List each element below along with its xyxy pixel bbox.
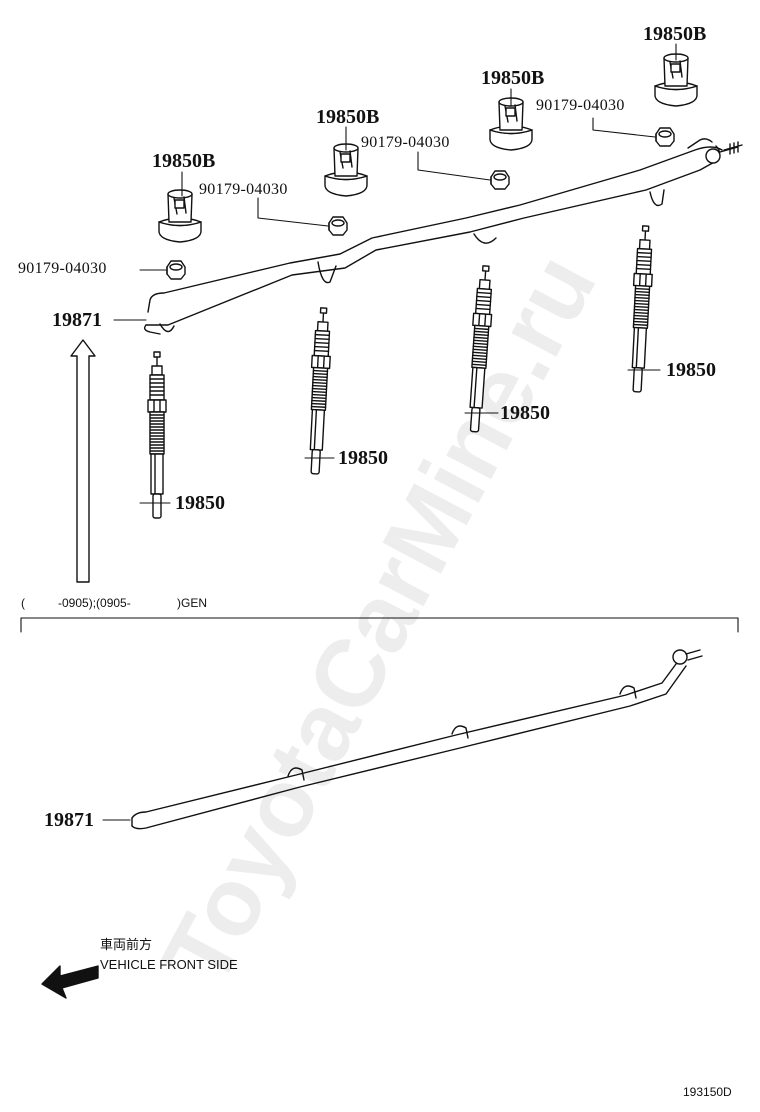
glow-plug-1 bbox=[147, 351, 167, 519]
label-connector-upper: 19871 bbox=[52, 309, 102, 331]
label-nut-1: 90179-04030 bbox=[18, 260, 107, 277]
section-bracket bbox=[20, 617, 739, 633]
lower-connector-bar bbox=[131, 649, 703, 830]
label-nut-4: 90179-04030 bbox=[536, 97, 625, 114]
boot-2 bbox=[324, 143, 368, 197]
label-plug-4: 19850 bbox=[666, 359, 716, 381]
glow-plug-2 bbox=[305, 306, 334, 475]
nut-1 bbox=[166, 260, 186, 280]
label-plug-2: 19850 bbox=[338, 447, 388, 469]
date-note-open: ( bbox=[21, 596, 25, 610]
nut-4 bbox=[655, 127, 675, 147]
figure-id: 193150D bbox=[683, 1085, 732, 1099]
upper-connector-bar bbox=[143, 138, 743, 335]
date-note-code-b: )GEN bbox=[177, 596, 207, 610]
label-plug-3: 19850 bbox=[500, 402, 550, 424]
leader-lines bbox=[102, 43, 677, 821]
boot-4 bbox=[654, 53, 698, 107]
label-boot-3: 19850B bbox=[481, 67, 545, 89]
label-plug-1: 19850 bbox=[175, 492, 225, 514]
label-nut-3: 90179-04030 bbox=[361, 134, 450, 151]
nut-3 bbox=[490, 170, 510, 190]
label-boot-1: 19850B bbox=[152, 150, 216, 172]
label-boot-2: 19850B bbox=[316, 106, 380, 128]
glow-plug-3 bbox=[464, 264, 496, 433]
direction-japanese: 車両前方 bbox=[100, 937, 153, 952]
boot-1 bbox=[158, 189, 202, 243]
date-note-code-a: -0905);(0905- bbox=[58, 596, 131, 610]
up-arrow bbox=[70, 339, 96, 583]
direction-english: VEHICLE FRONT SIDE bbox=[100, 957, 238, 972]
front-direction-arrow bbox=[41, 965, 99, 999]
label-boot-4: 19850B bbox=[643, 23, 707, 45]
label-connector-lower: 19871 bbox=[44, 809, 94, 831]
glow-plug-4 bbox=[627, 224, 656, 393]
nut-2 bbox=[328, 216, 348, 236]
label-nut-2: 90179-04030 bbox=[199, 181, 288, 198]
